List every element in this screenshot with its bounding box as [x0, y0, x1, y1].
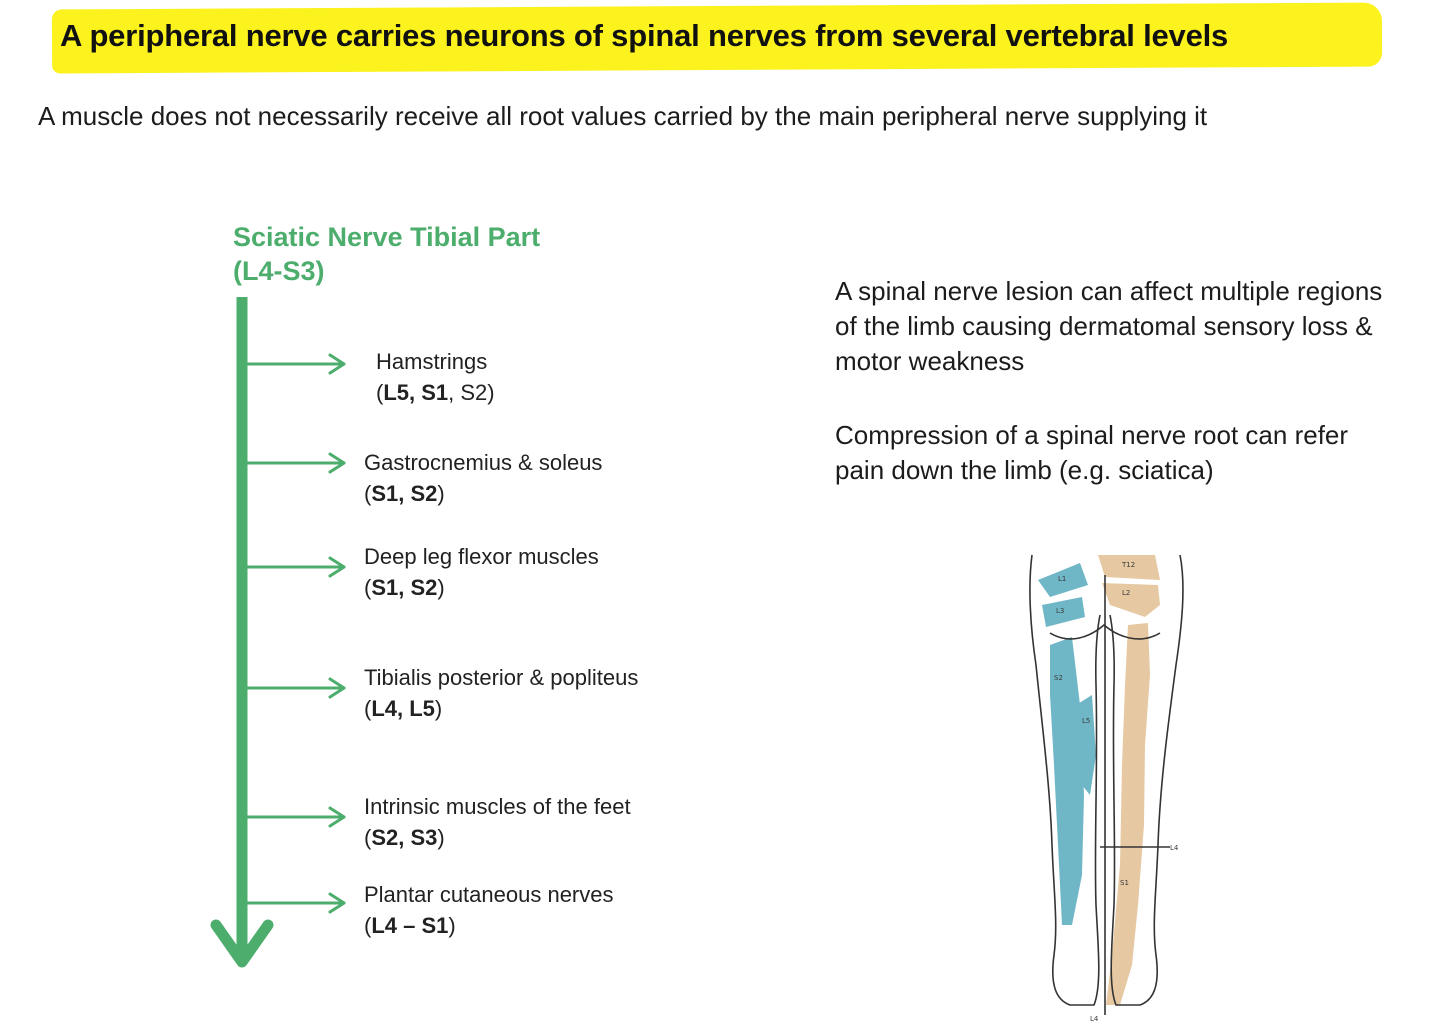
roots-bold: S1, S2	[371, 481, 438, 506]
branch-roots: (S1, S2)	[364, 575, 445, 600]
branch-roots: (S1, S2)	[364, 481, 445, 506]
label-l2: L2	[1122, 589, 1130, 597]
trunk-arrowhead	[210, 919, 274, 968]
label-t12: T12	[1121, 561, 1135, 569]
label-s2: S2	[1054, 674, 1063, 682]
gluteal-fold	[1049, 623, 1161, 640]
branch-name: Plantar cutaneous nerves	[364, 882, 614, 907]
dermatome-t12	[1098, 555, 1160, 580]
compression-text: Compression of a spinal nerve root can r…	[835, 420, 1349, 485]
headline: A peripheral nerve carries neurons of sp…	[60, 18, 1229, 53]
branch-name: Tibialis posterior & popliteus	[364, 665, 639, 690]
branch-name: Intrinsic muscles of the feet	[364, 794, 631, 819]
branch-arrow	[244, 353, 346, 375]
dermatome-l2	[1102, 583, 1160, 617]
branch-roots: (L4, L5)	[364, 696, 443, 721]
roots-bold: L4, L5	[371, 696, 435, 721]
branch-arrow	[244, 806, 346, 828]
branch-name: Gastrocnemius & soleus	[364, 450, 603, 475]
dermatome-l1	[1038, 563, 1088, 597]
label-l5: L5	[1082, 717, 1090, 725]
branch-roots: (S2, S3)	[364, 825, 445, 850]
lesion-text: A spinal nerve lesion can affect multipl…	[835, 276, 1383, 376]
label-l4-side: L4	[1170, 844, 1179, 852]
right-leg-outline	[1109, 554, 1184, 1006]
dermatome-legs-illustration: T12 L1 L2 L3 S2 L5 L4 S1 L4	[1029, 554, 1184, 1023]
branch-roots: (L5, S1, S2)	[376, 380, 495, 405]
branch-plantar-cutaneous: Plantar cutaneous nerves (L4 – S1)	[364, 879, 614, 941]
roots-bold: S1, S2	[371, 575, 438, 600]
nerve-title: Sciatic Nerve Tibial Part	[233, 222, 541, 252]
roots-plain: , S2	[448, 380, 488, 405]
branch-arrow	[244, 677, 346, 699]
dermatome-l5	[1076, 695, 1096, 795]
left-leg-outline	[1029, 554, 1101, 1006]
branch-arrow	[244, 452, 346, 474]
branch-name: Deep leg flexor muscles	[364, 544, 599, 569]
branch-intrinsic-feet: Intrinsic muscles of the feet (S2, S3)	[364, 791, 631, 853]
branch-gastrocnemius: Gastrocnemius & soleus (S1, S2)	[364, 447, 602, 509]
dermatome-s2	[1050, 637, 1084, 925]
label-l3: L3	[1056, 607, 1064, 615]
nerve-roots: (L4-S3)	[233, 256, 325, 286]
nerve-title-block: Sciatic Nerve Tibial Part (L4-S3)	[233, 220, 540, 288]
roots-bold: L4 – S1	[371, 913, 449, 938]
branch-tibialis-posterior: Tibialis posterior & popliteus (L4, L5)	[364, 662, 638, 724]
branch-arrow	[244, 556, 346, 578]
dermatome-l3	[1042, 597, 1085, 627]
label-l1: L1	[1058, 575, 1066, 583]
roots-bold: S2, S3	[371, 825, 438, 850]
label-s1: S1	[1120, 879, 1129, 887]
branch-arrow	[244, 892, 346, 914]
branch-roots: (L4 – S1)	[364, 913, 456, 938]
label-l4-bottom: L4	[1090, 1015, 1099, 1023]
roots-bold: L5, S1	[383, 380, 449, 405]
branch-hamstrings: Hamstrings (L5, S1, S2)	[376, 346, 495, 408]
branch-name: Hamstrings	[376, 349, 488, 374]
subheadline: A muscle does not necessarily receive al…	[38, 101, 1208, 131]
dermatome-s1	[1106, 623, 1150, 1005]
branch-deep-flexors: Deep leg flexor muscles (S1, S2)	[364, 541, 599, 603]
